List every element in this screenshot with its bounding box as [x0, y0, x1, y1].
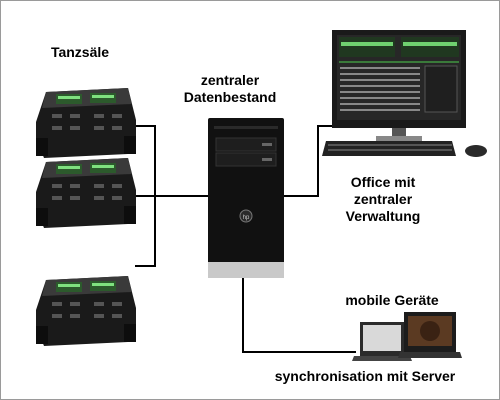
line-console-1	[135, 125, 156, 196]
central-data-label: zentraler Datenbestand	[160, 72, 300, 106]
office-label: Office mit zentraler Verwaltung	[318, 174, 448, 225]
server-tower: hp	[208, 118, 284, 278]
line-office	[283, 125, 340, 197]
office-monitor	[332, 30, 466, 141]
dj-console-2	[36, 158, 136, 228]
laptop-right	[398, 312, 462, 358]
mobile-devices-label: mobile Geräte	[345, 292, 439, 308]
hp-logo: hp	[243, 215, 250, 221]
dj-console-1	[36, 88, 136, 158]
mouse	[465, 145, 487, 157]
laptop-left	[352, 322, 412, 361]
dance-halls-label: Tanzsäle	[50, 44, 110, 60]
office-line-2: zentraler	[353, 191, 413, 207]
connection-lines	[135, 125, 356, 353]
office-line-3: Verwaltung	[345, 208, 421, 224]
central-data-line-2: Datenbestand	[183, 89, 277, 105]
office-line-1: Office mit	[350, 174, 416, 190]
keyboard	[322, 141, 456, 156]
dj-console-3	[36, 276, 136, 346]
line-console-3	[135, 196, 156, 267]
central-data-line-1: zentraler	[200, 72, 260, 88]
sync-label: synchronisation mit Server	[274, 368, 456, 384]
line-mobile	[242, 278, 356, 353]
